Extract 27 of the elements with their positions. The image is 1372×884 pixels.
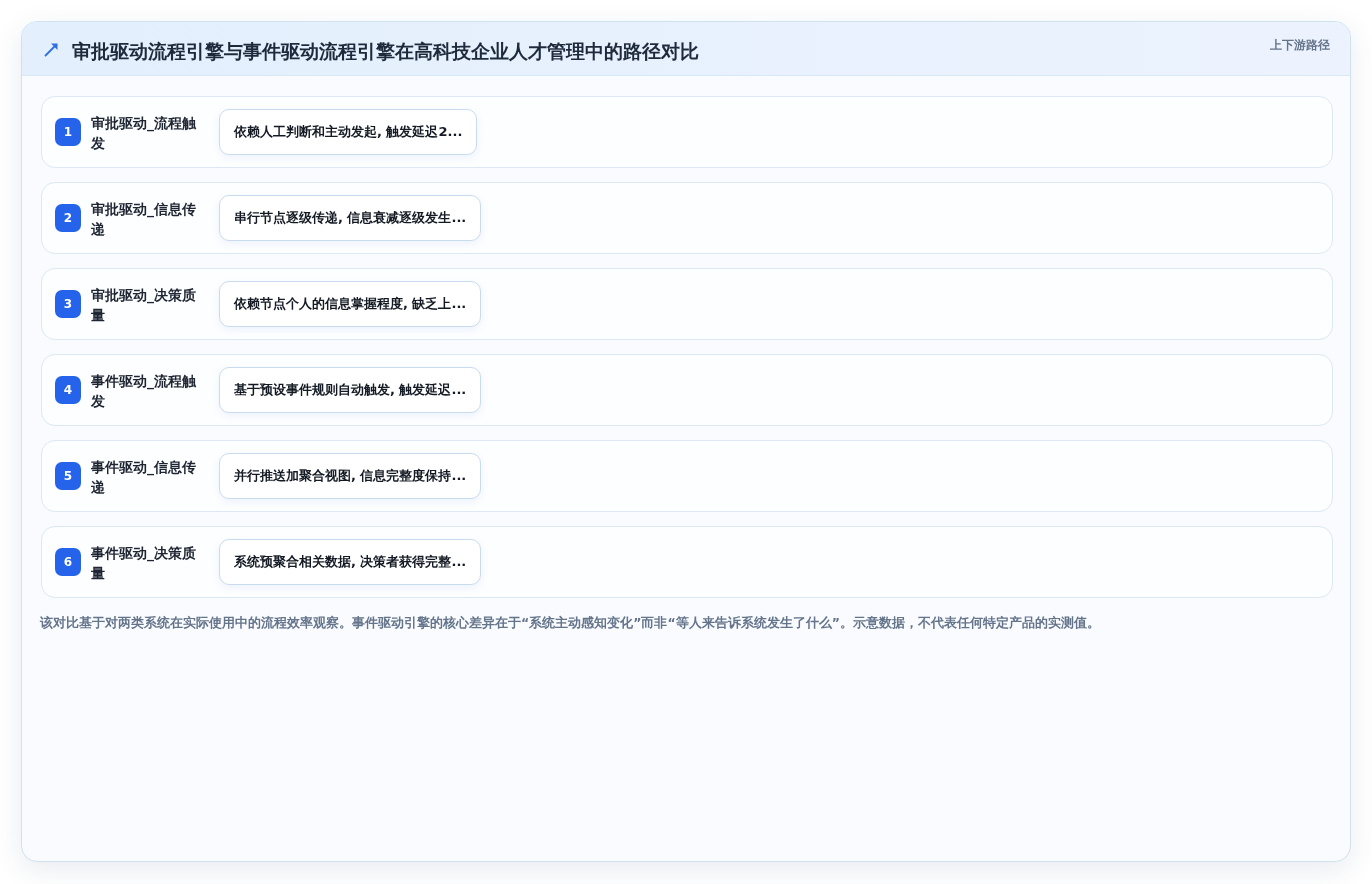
number-badge: 5 (55, 462, 81, 490)
text-box: 系统预聚合相关数据, 决策者获得完整... (219, 539, 482, 585)
number-badge: 6 (55, 548, 81, 576)
row-card (41, 96, 1333, 168)
row-label: 审批驱动_决策质量 (91, 286, 197, 325)
title: 审批驱动流程引擎与事件驱动流程引擎在高科技企业人才管理中的路径对比 (72, 39, 699, 64)
row-label: 审批驱动_流程触发 (91, 114, 197, 153)
text-box: 基于预设事件规则自动触发, 触发延迟... (219, 367, 482, 413)
text-box: 并行推送加聚合视图, 信息完整度保持... (219, 453, 482, 499)
footnote: 该对比基于对两类系统在实际使用中的流程效率观察。事件驱动引擎的核心差异在于“系统主动感知变化”而非“等人来告诉系统发生了什么”。示意数据，不代表任何特定产品的实测值。 (40, 614, 1100, 631)
text-box: 依赖人工判断和主动发起, 触发延迟2... (219, 109, 478, 155)
number-badge: 1 (55, 118, 81, 146)
text-box: 依赖节点个人的信息掌握程度, 缺乏上... (219, 281, 482, 327)
number-badge: 2 (55, 204, 81, 232)
row-label: 审批驱动_信息传递 (91, 200, 197, 239)
row-card (41, 268, 1333, 340)
text-box: 串行节点逐级传递, 信息衰减逐级发生... (219, 195, 482, 241)
row-card (41, 182, 1333, 254)
row-label: 事件驱动_流程触发 (91, 372, 197, 411)
row-label: 事件驱动_决策质量 (91, 544, 197, 583)
row-label: 事件驱动_信息传递 (91, 458, 197, 497)
row-card (41, 354, 1333, 426)
header-label: 上下游路径 (1270, 37, 1330, 53)
number-badge: 4 (55, 376, 81, 404)
row-card (41, 440, 1333, 512)
number-badge: 3 (55, 290, 81, 318)
row-card (41, 526, 1333, 598)
